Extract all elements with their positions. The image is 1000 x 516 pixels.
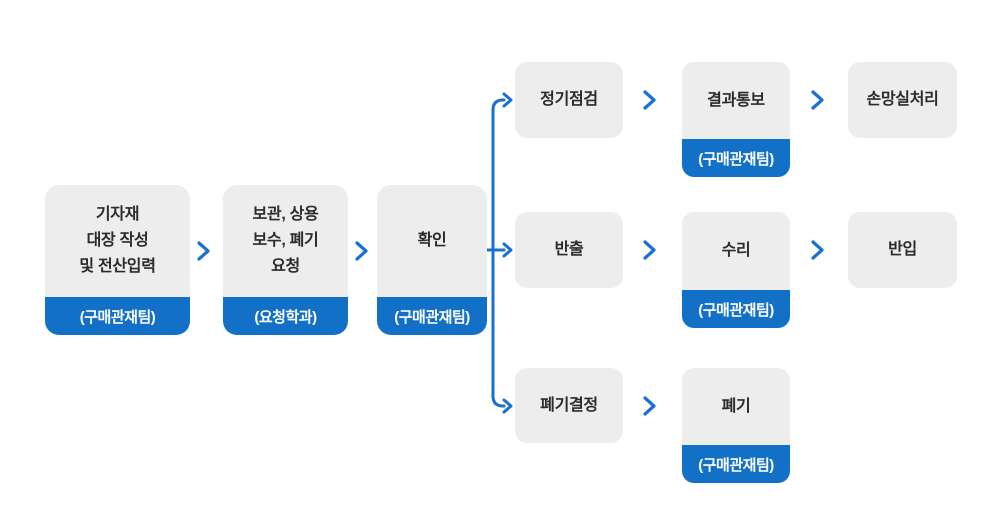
chevron-right-icon [811,90,824,110]
box-footer: (요청학과) [223,297,348,335]
chevron-right-icon [643,396,656,416]
box-label: 보관, 상용 보수, 폐기 요청 [223,185,348,297]
flow-box-result-notice: 결과통보 (구매관재팀) [682,62,790,177]
connector-top-line [491,98,506,252]
box-label: 반출 [515,212,623,288]
flow-box-request: 보관, 상용 보수, 폐기 요청 (요청학과) [223,185,348,335]
chevron-right-icon [355,241,368,261]
flow-box-ledger-entry: 기자재 대장 작성 및 전산입력 (구매관재팀) [45,185,190,335]
box-footer: (구매관재팀) [377,297,487,335]
flow-box-confirm: 확인 (구매관재팀) [377,185,487,335]
box-footer: (구매관재팀) [682,445,790,483]
box-footer: (구매관재팀) [682,290,790,328]
box-label: 결과통보 [682,62,790,139]
flow-box-loss-processing: 손망실처리 [848,62,957,138]
box-footer: (구매관재팀) [45,297,190,335]
box-label: 확인 [377,185,487,297]
flow-box-carry-out: 반출 [515,212,623,288]
arrow-right-icon [502,398,513,414]
flow-box-carry-in: 반입 [848,212,957,288]
flow-box-repair: 수리 (구매관재팀) [682,212,790,328]
box-label: 손망실처리 [848,62,957,138]
chevron-right-icon [643,90,656,110]
flow-box-regular-inspection: 정기점검 [515,62,623,138]
box-label: 수리 [682,212,790,290]
chevron-right-icon [811,240,824,260]
connector-bottom-line [491,248,506,408]
flow-box-disposal-decision: 폐기결정 [515,368,623,443]
chevron-right-icon [197,241,210,261]
arrow-right-icon [502,242,513,258]
box-label: 정기점검 [515,62,623,138]
box-label: 폐기 [682,368,790,445]
box-label: 기자재 대장 작성 및 전산입력 [45,185,190,297]
chevron-right-icon [643,240,656,260]
flow-box-disposal: 폐기 (구매관재팀) [682,368,790,483]
box-label: 폐기결정 [515,368,623,443]
box-label: 반입 [848,212,957,288]
box-footer: (구매관재팀) [682,139,790,177]
arrow-right-icon [502,92,513,108]
